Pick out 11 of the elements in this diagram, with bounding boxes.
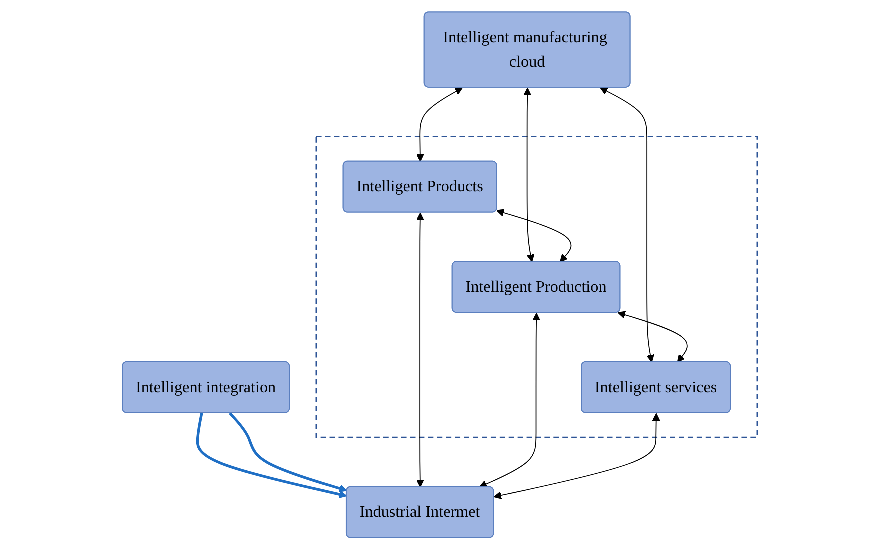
arrow [524, 87, 535, 262]
arrow [229, 412, 348, 492]
arrow [196, 412, 348, 498]
arrow [496, 208, 572, 262]
arrow [416, 87, 463, 162]
cluster [316, 135, 758, 438]
arrow [494, 412, 660, 499]
arrow [479, 312, 540, 488]
arrow [416, 212, 424, 488]
arrow [600, 87, 654, 362]
arrow [618, 310, 688, 362]
